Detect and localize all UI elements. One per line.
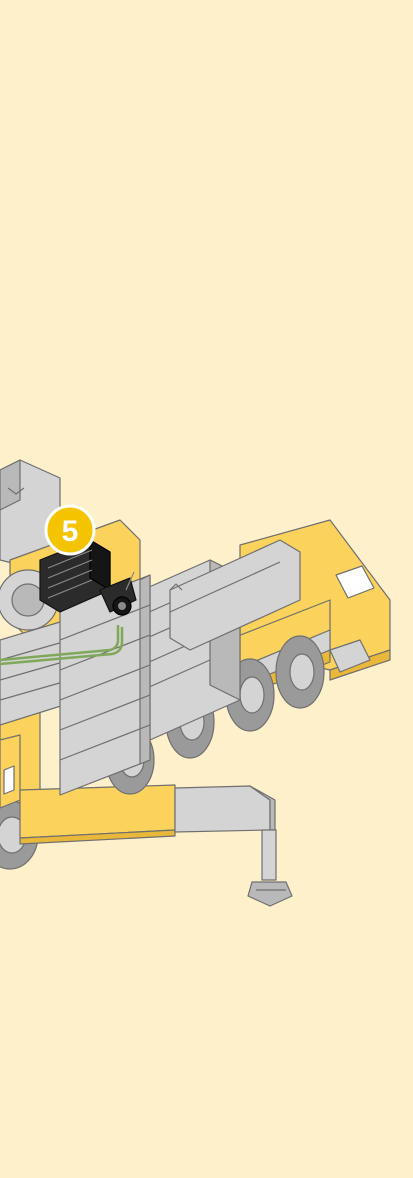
numbered-callout-badge: 5	[44, 504, 96, 556]
counterweight-stack	[59, 539, 301, 796]
hydraulic-line	[0, 625, 120, 662]
callout-circle	[44, 504, 96, 556]
hydraulic-line-secondary	[0, 627, 124, 666]
engine-icon	[39, 539, 137, 616]
callout-number: 5	[62, 515, 79, 548]
